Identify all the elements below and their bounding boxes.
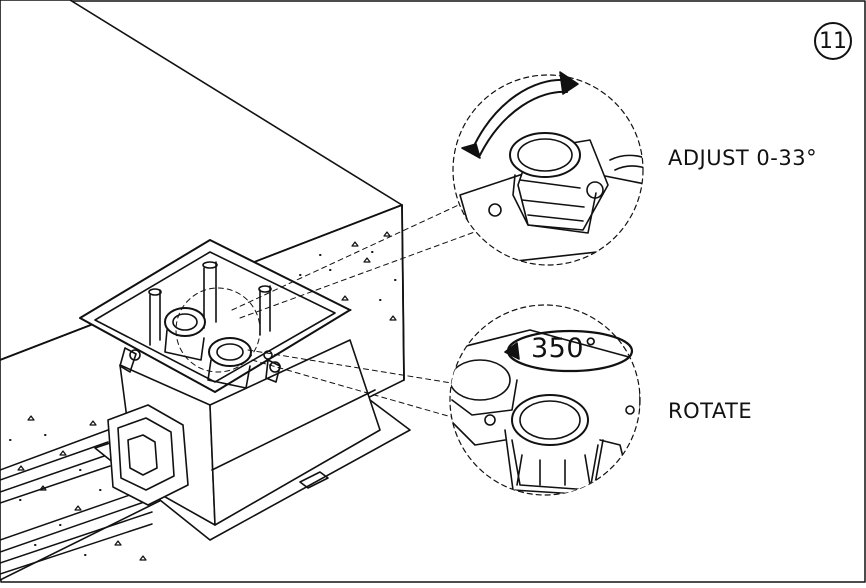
- detail-guide-lines: [175, 195, 481, 421]
- adjust-label: ADJUST 0-33°: [668, 146, 818, 170]
- housing-body: [107, 339, 381, 526]
- rotate-label: ROTATE: [668, 399, 753, 423]
- luminaire-heads: [164, 307, 273, 389]
- detail-rotate: [449, 304, 641, 496]
- step-number: 11: [819, 28, 847, 54]
- housing-top-rim: [79, 239, 351, 393]
- step-number-badge: 11: [814, 22, 852, 60]
- concrete-texture: [17, 231, 397, 561]
- rotation-angle-label: 350°: [531, 333, 599, 364]
- conduit-pipes: [0, 429, 153, 575]
- detail-adjust: [452, 71, 644, 266]
- tilt-arrow-icon: [471, 78, 566, 151]
- rotation-arrow-icon: [504, 329, 634, 373]
